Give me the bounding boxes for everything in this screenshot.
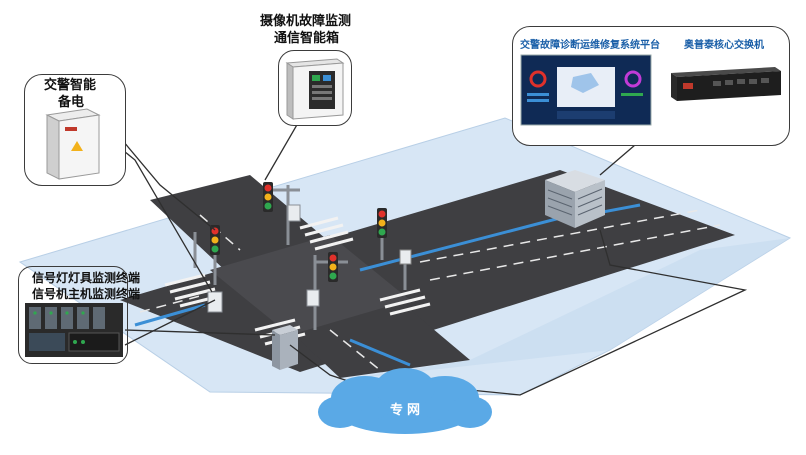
communication-box-image: [285, 58, 345, 120]
monitor-terminal-image: [25, 303, 123, 357]
camera-box-label-line2: 通信智能箱: [274, 31, 340, 46]
private-network-label: 专网: [390, 403, 425, 418]
traffic-backup-callout: [24, 74, 126, 186]
signal-host-monitor-label: 信号机主机监测终端: [32, 287, 141, 301]
camera-box-label-line1: 摄像机故障监测: [260, 14, 352, 29]
switch-label: 奥普泰核心交换机: [684, 40, 764, 51]
junction-area: [210, 235, 410, 335]
private-network-cloud: [318, 368, 492, 434]
roadside-cabinet-1: [207, 291, 223, 313]
platform-and-switch-image: [520, 54, 781, 126]
roadside-cabinet-3: [306, 289, 320, 307]
platform-switch-callout: [512, 26, 790, 146]
traffic-backup-label-line2: 备电: [58, 95, 85, 110]
ground-plane-shade: [340, 238, 790, 380]
control-building: [545, 170, 605, 228]
signal-controller-cabinet: [272, 325, 298, 370]
platform-label: 交警故障诊断运维修复系统平台: [520, 40, 660, 51]
signal-light-monitor-label: 信号灯灯具监测终端: [32, 271, 141, 285]
signal-monitor-callout: [18, 266, 128, 364]
roadside-cabinet-2: [287, 204, 301, 222]
camera-box-callout: [278, 50, 352, 126]
traffic-backup-label-line1: 交警智能: [44, 78, 97, 93]
backup-power-cabinet-image: [45, 108, 101, 180]
traffic-light-2: [377, 208, 387, 260]
